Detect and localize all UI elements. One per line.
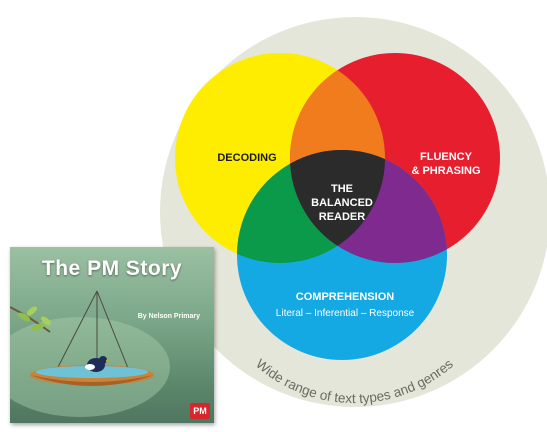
center-label-line1: THE bbox=[331, 183, 353, 195]
comprehension-sublabel: Literal – Inferential – Response bbox=[276, 308, 415, 319]
book-title: The PM Story bbox=[41, 257, 183, 280]
center-label-line3: READER bbox=[319, 211, 366, 223]
center-label-line2: BALANCED bbox=[311, 197, 373, 209]
book-author: By Nelson Primary bbox=[137, 313, 200, 320]
fluency-label-line2: & PHRASING bbox=[411, 165, 480, 177]
book-cover: The PM Story By Nelson Primary PM bbox=[10, 247, 214, 423]
fluency-label-line1: FLUENCY bbox=[420, 151, 473, 163]
pm-logo: PM bbox=[190, 403, 210, 419]
book-illustration bbox=[10, 290, 170, 417]
comprehension-label: COMPREHENSION bbox=[296, 291, 394, 303]
decoding-label: DECODING bbox=[217, 152, 276, 164]
